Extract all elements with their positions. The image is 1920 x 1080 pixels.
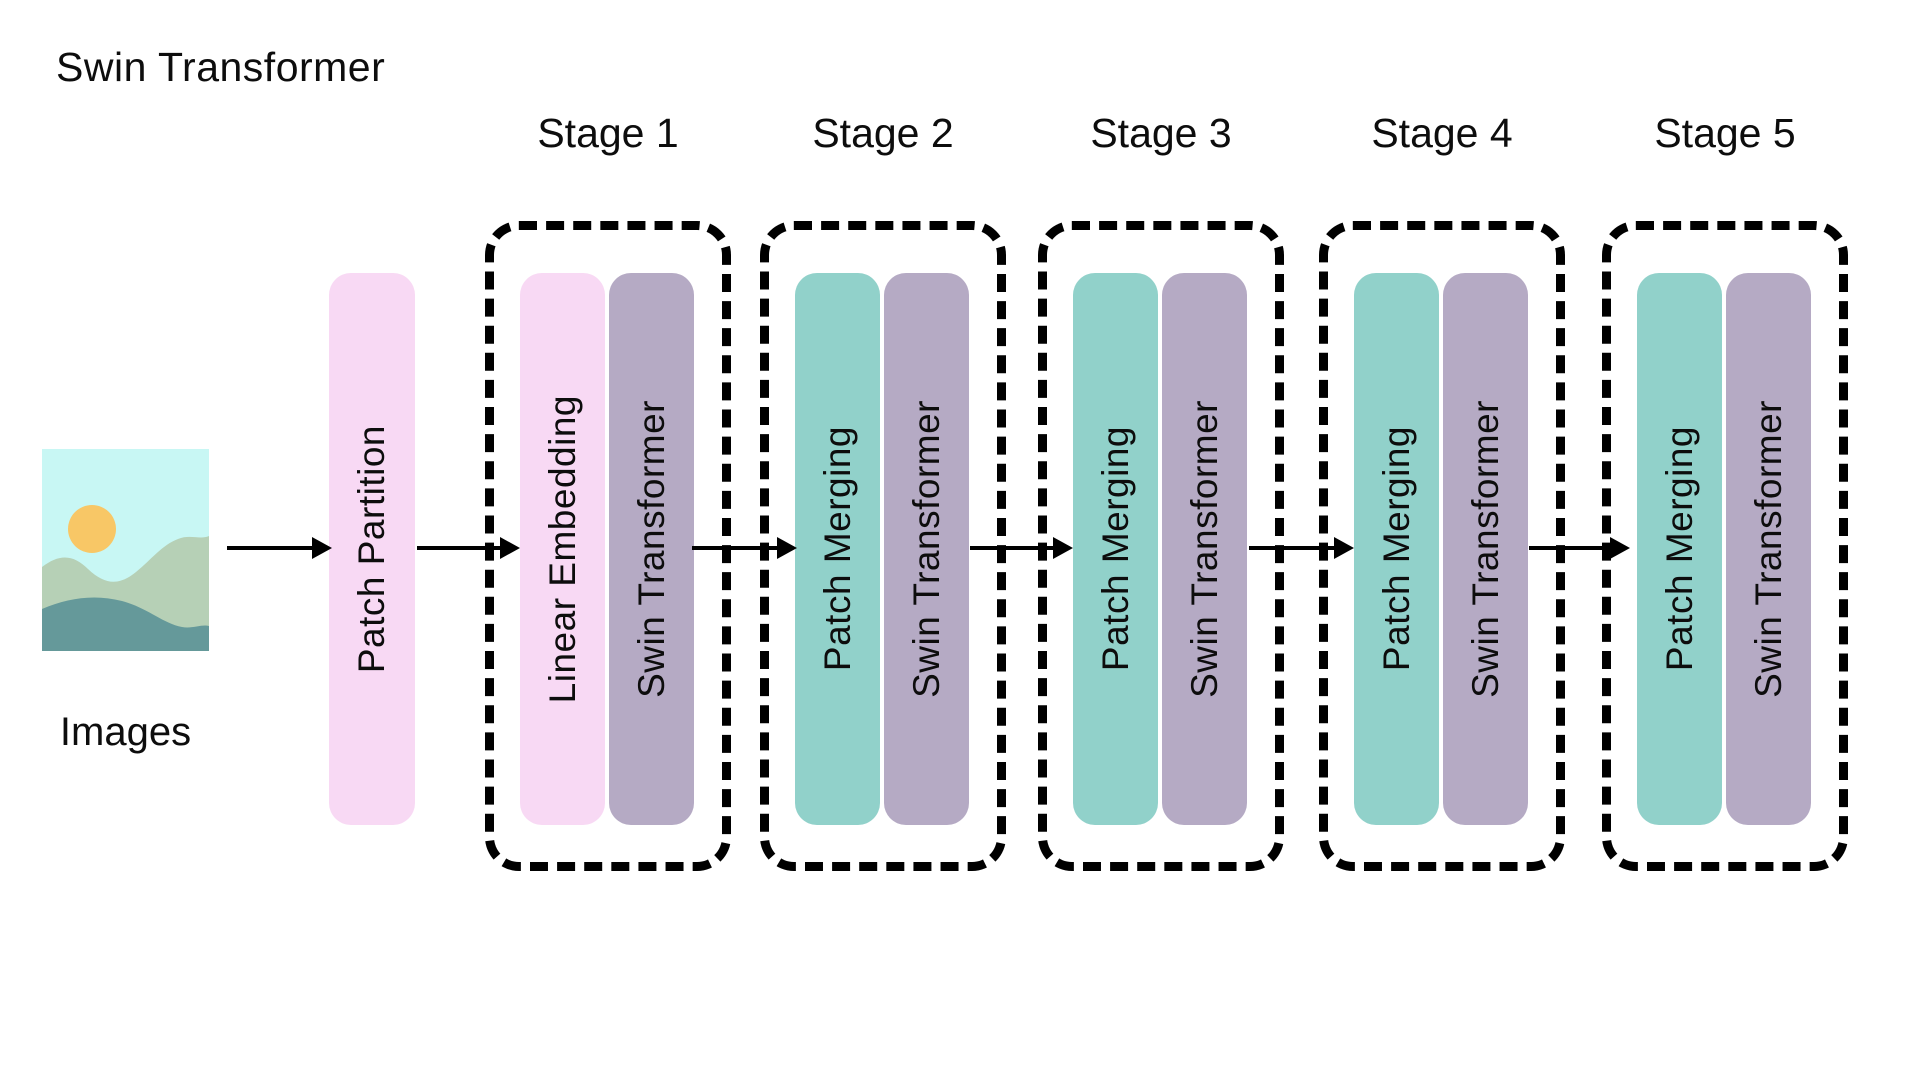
images-label: Images <box>59 710 192 754</box>
patch-merging-block: Patch Merging <box>795 273 880 825</box>
swin-transformer-block: Swin Transformer <box>1443 273 1528 825</box>
stage-3-label: Stage 3 <box>1090 110 1232 156</box>
stage-3-box: Patch Merging Swin Transformer <box>1038 221 1284 871</box>
patch-merging-block: Patch Merging <box>1073 273 1158 825</box>
arrow-images-to-patch-partition <box>227 537 332 559</box>
arrow-stage-4-to-stage-5 <box>1529 537 1630 559</box>
patch-merging-label: Patch Merging <box>1658 426 1700 672</box>
stage-2-label: Stage 2 <box>812 110 954 156</box>
patch-merging-label: Patch Merging <box>1375 426 1417 672</box>
patch-partition-block: Patch Partition <box>329 273 415 825</box>
stage-5-label: Stage 5 <box>1654 110 1796 156</box>
arrow-stage-1-to-stage-2 <box>692 537 797 559</box>
patch-merging-label: Patch Merging <box>816 426 858 672</box>
dark-hill-shape <box>42 597 209 651</box>
swin-transformer-block: Swin Transformer <box>1726 273 1811 825</box>
patch-partition-label: Patch Partition <box>351 424 392 674</box>
swin-transformer-label: Swin Transformer <box>1464 400 1506 698</box>
stage-4-label: Stage 4 <box>1371 110 1513 156</box>
swin-transformer-label: Swin Transformer <box>630 400 672 698</box>
patch-merging-block: Patch Merging <box>1637 273 1722 825</box>
arrow-stage-3-to-stage-4 <box>1249 537 1354 559</box>
swin-transformer-label: Swin Transformer <box>905 400 947 698</box>
diagram-title: Swin Transformer <box>56 44 386 90</box>
stage-5-box: Patch Merging Swin Transformer <box>1602 221 1848 871</box>
linear-embedding-block: Linear Embedding <box>520 273 605 825</box>
swin-transformer-block: Swin Transformer <box>609 273 694 825</box>
arrow-stage-2-to-stage-3 <box>970 537 1073 559</box>
stage-1-label: Stage 1 <box>537 110 679 156</box>
linear-embedding-label: Linear Embedding <box>541 394 583 704</box>
sun-icon <box>68 505 116 553</box>
patch-merging-block: Patch Merging <box>1354 273 1439 825</box>
swin-transformer-label: Swin Transformer <box>1183 400 1225 698</box>
swin-transformer-block: Swin Transformer <box>884 273 969 825</box>
swin-transformer-label: Swin Transformer <box>1747 400 1789 698</box>
landscape-image <box>42 449 209 651</box>
patch-merging-label: Patch Merging <box>1094 426 1136 672</box>
arrow-patch-partition-to-stage-1 <box>417 537 520 559</box>
swin-transformer-block: Swin Transformer <box>1162 273 1247 825</box>
